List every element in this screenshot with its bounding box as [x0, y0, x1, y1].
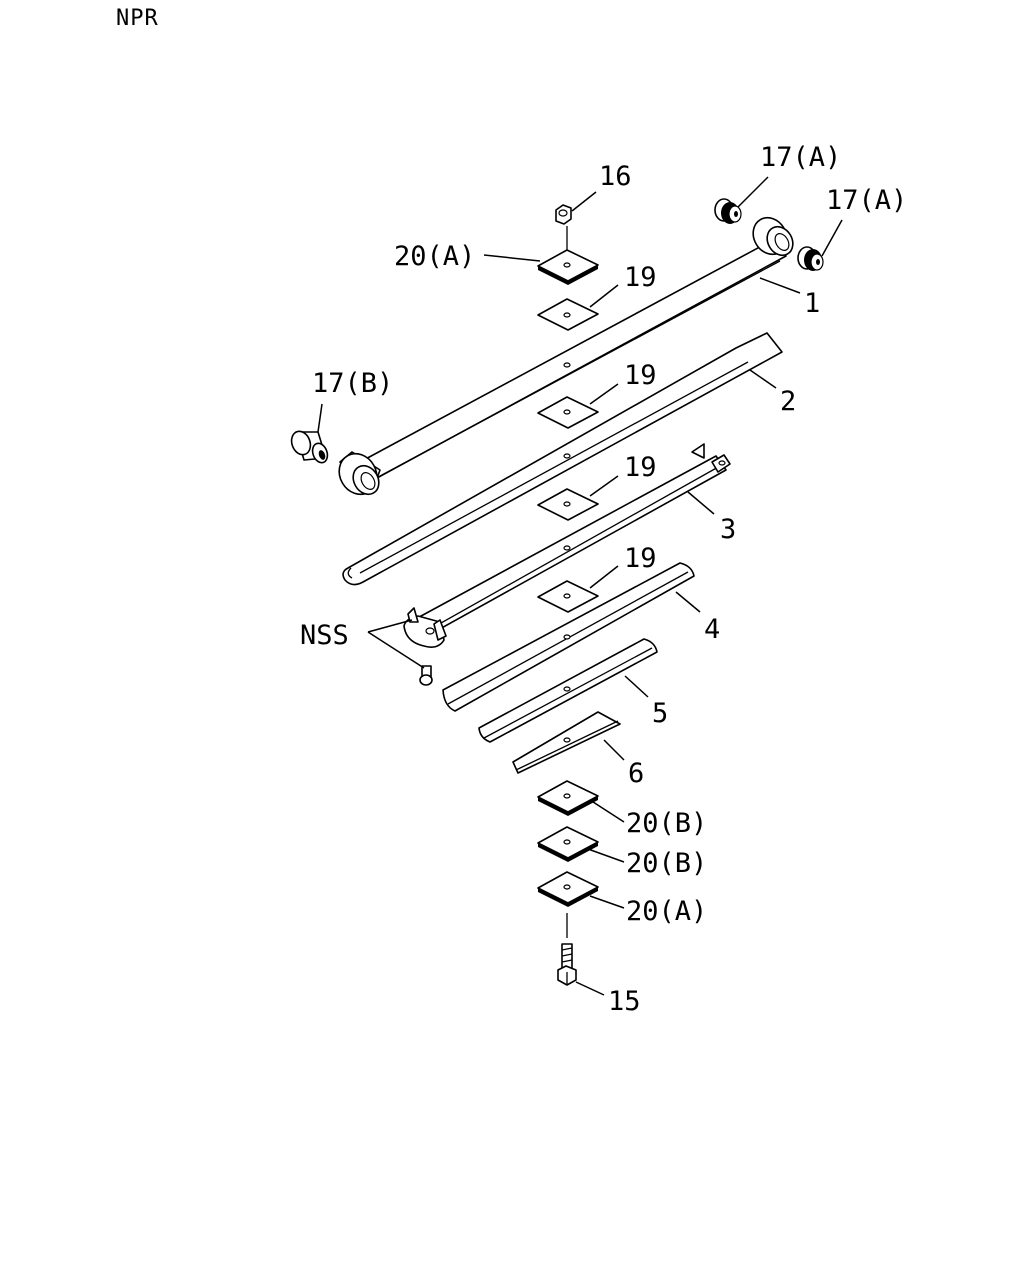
pad-part-19-b — [537, 396, 599, 429]
callout-5: 5 — [652, 698, 668, 729]
callout-16: 16 — [599, 161, 632, 192]
callout-2: 2 — [780, 386, 796, 417]
main-leaf-part-1 — [338, 216, 794, 496]
third-leaf-part-3 — [403, 443, 731, 648]
bushing-part-17a-top — [714, 198, 742, 224]
model-label: NPR — [116, 6, 159, 31]
nut-part-16 — [555, 204, 572, 262]
callout-3: 3 — [720, 514, 736, 545]
callout-17a-right: 17(A) — [826, 185, 907, 216]
callout-15: 15 — [608, 986, 641, 1017]
callout-17b: 17(B) — [312, 368, 393, 399]
pad-part-19-d — [537, 580, 599, 613]
pad-part-20a-top — [537, 249, 599, 285]
callout-6: 6 — [628, 758, 644, 789]
leaf-part-6 — [512, 711, 621, 774]
callout-20b-1: 20(B) — [626, 808, 707, 839]
leaf-part-5 — [478, 638, 658, 743]
callout-1: 1 — [804, 288, 820, 319]
nss-bolt — [419, 665, 433, 686]
center-bolt-part-15 — [557, 913, 577, 986]
callout-19-1: 19 — [624, 262, 657, 293]
callout-17a-top: 17(A) — [760, 142, 841, 173]
callout-19-4: 19 — [624, 543, 657, 574]
second-leaf-part-2 — [342, 332, 783, 586]
pad-part-20b-2 — [537, 826, 599, 862]
callout-4: 4 — [704, 614, 720, 645]
callout-20a-top: 20(A) — [394, 241, 475, 272]
callout-20a-bottom: 20(A) — [626, 896, 707, 927]
callout-19-2: 19 — [624, 360, 657, 391]
callout-nss: NSS — [300, 620, 349, 651]
pad-part-20a-bottom — [537, 871, 599, 907]
leader-lines — [317, 176, 843, 996]
callout-19-3: 19 — [624, 452, 657, 483]
pad-part-19-a — [537, 298, 599, 331]
pad-part-19-c — [537, 488, 599, 521]
bushing-part-17b — [290, 430, 329, 464]
pad-part-20b-1 — [537, 780, 599, 816]
bushing-part-17a-right — [797, 246, 824, 271]
callout-20b-2: 20(B) — [626, 848, 707, 879]
leaf-part-4 — [442, 562, 695, 712]
